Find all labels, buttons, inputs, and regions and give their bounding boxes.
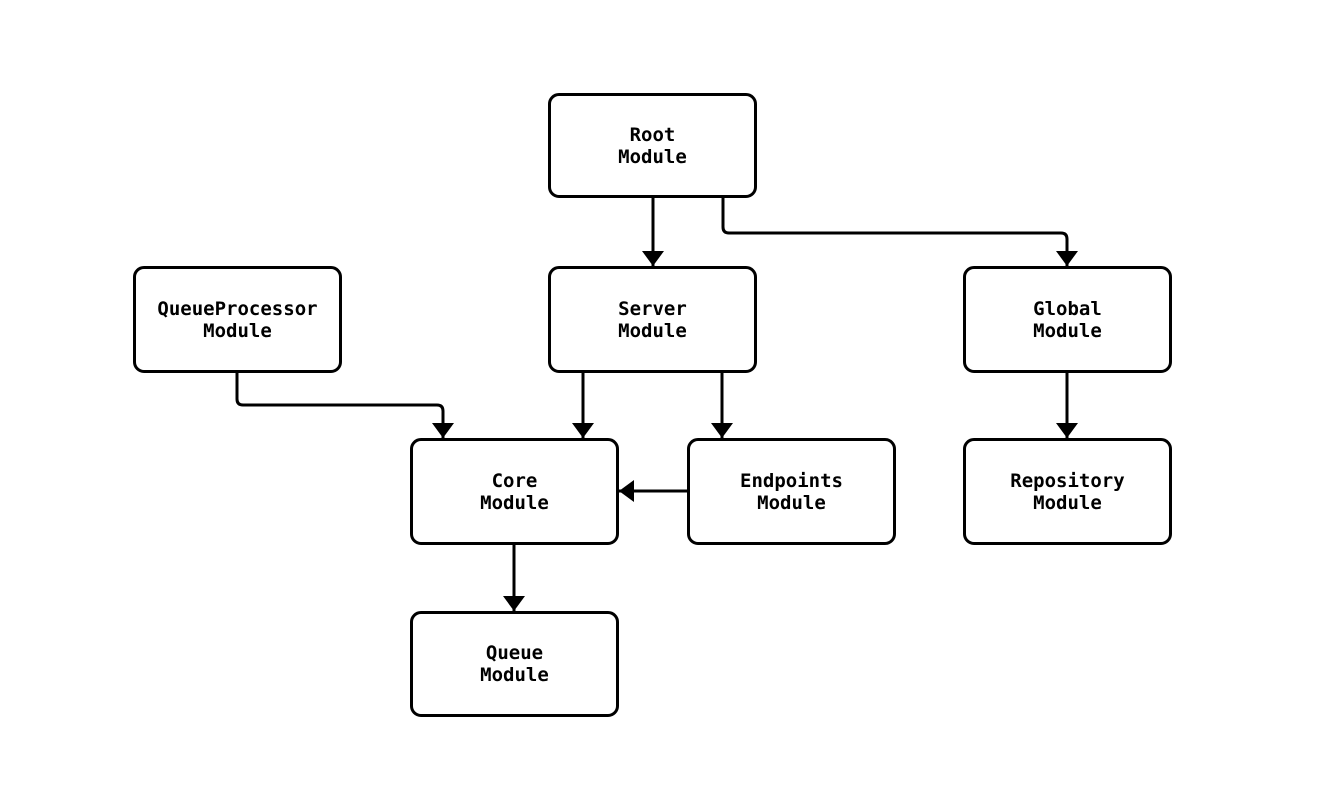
node-global-label-line2: Module — [1033, 319, 1102, 342]
node-queue-label-line1: Queue — [485, 642, 544, 664]
node-queueprocessor-label-line2: Module — [203, 319, 272, 342]
node-global-label-line1: Global — [1033, 297, 1102, 320]
diagram-edges — [235, 198, 1078, 611]
node-repository-label-line1: Repository — [1010, 469, 1125, 492]
node-endpoints-label-line2: Module — [757, 491, 826, 514]
node-core-label-line2: Module — [480, 491, 549, 514]
node-queueprocessor-label-line1: QueueProcessor — [157, 297, 318, 320]
node-endpoints-label-line1: Endpoints — [740, 469, 843, 492]
node-root-label-line2: Module — [618, 145, 687, 168]
node-root-label-line1: Root — [629, 123, 676, 146]
node-repository-label-line2: Module — [1033, 491, 1102, 514]
node-server-label-line1: Server — [618, 297, 687, 320]
node-queue-label-line2: Module — [480, 664, 549, 686]
edge-root-to-global — [721, 198, 1078, 266]
node-core-label-line1: Core — [491, 469, 538, 492]
edge-queueprocessor-to-core — [235, 373, 454, 438]
node-server-label-line2: Module — [618, 319, 687, 342]
